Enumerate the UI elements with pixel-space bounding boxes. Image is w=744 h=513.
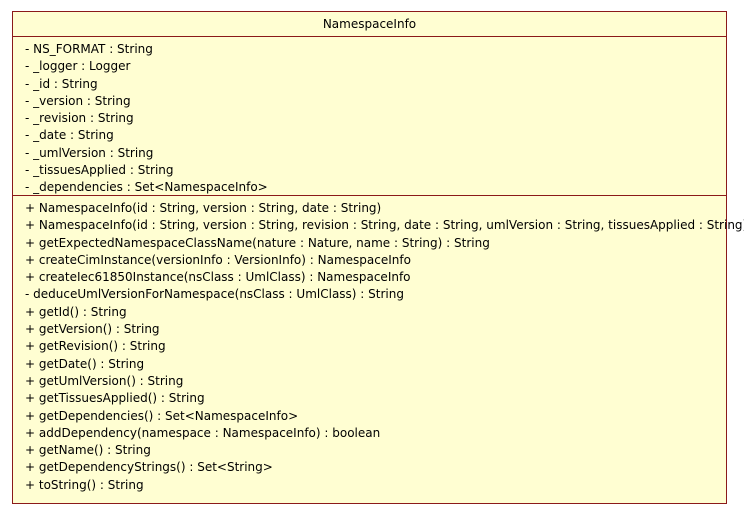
attribute-item: - _dependencies : Set<NamespaceInfo> (25, 180, 268, 195)
operation-item: - deduceUmlVersionForNamespace(nsClass :… (25, 287, 404, 302)
operation-item: + getVersion() : String (25, 322, 160, 337)
operation-item: + NamespaceInfo(id : String, version : S… (25, 201, 382, 215)
operation-item: + toString() : String (25, 477, 144, 492)
operation-item: + getRevision() : String (25, 339, 166, 354)
attribute-item: - _id : String (25, 76, 98, 91)
uml-class-box: NamespaceInfo - NS_FORMAT : String - _lo… (12, 11, 744, 504)
attribute-item: - _tissuesApplied : String (25, 163, 174, 178)
operation-item: + getExpectedNamespaceClassName(nature :… (25, 235, 490, 250)
operation-item: + getDate() : String (25, 356, 145, 371)
attribute-item: - NS_FORMAT : String (25, 42, 153, 56)
operation-item: + createIec61850Instance(nsClass : UmlCl… (25, 270, 411, 285)
operation-item: + getDependencies() : Set<NamespaceInfo> (25, 408, 299, 423)
attributes-compartment: - NS_FORMAT : String - _logger : Logger … (13, 37, 726, 196)
operation-item: + NamespaceInfo(id : String, version : S… (25, 218, 744, 233)
attribute-item: - _date : String (25, 128, 114, 143)
operation-item: + getId() : String (25, 304, 127, 319)
attribute-item: - _umlVersion : String (25, 145, 154, 160)
operation-item: + addDependency(namespace : NamespaceInf… (25, 425, 381, 440)
class-name: NamespaceInfo (13, 12, 726, 37)
attribute-item: - _logger : Logger (25, 59, 131, 74)
operation-item: + getUmlVersion() : String (25, 373, 184, 388)
operation-item: + getTissuesApplied() : String (25, 391, 205, 406)
operation-item: + getDependencyStrings() : Set<String> (25, 460, 273, 475)
operation-item: + createCimInstance(versionInfo : Versio… (25, 252, 411, 267)
operations-compartment: + NamespaceInfo(id : String, version : S… (13, 196, 744, 494)
attribute-item: - _revision : String (25, 111, 134, 126)
operation-item: + getName() : String (25, 443, 151, 458)
attribute-item: - _version : String (25, 93, 131, 108)
